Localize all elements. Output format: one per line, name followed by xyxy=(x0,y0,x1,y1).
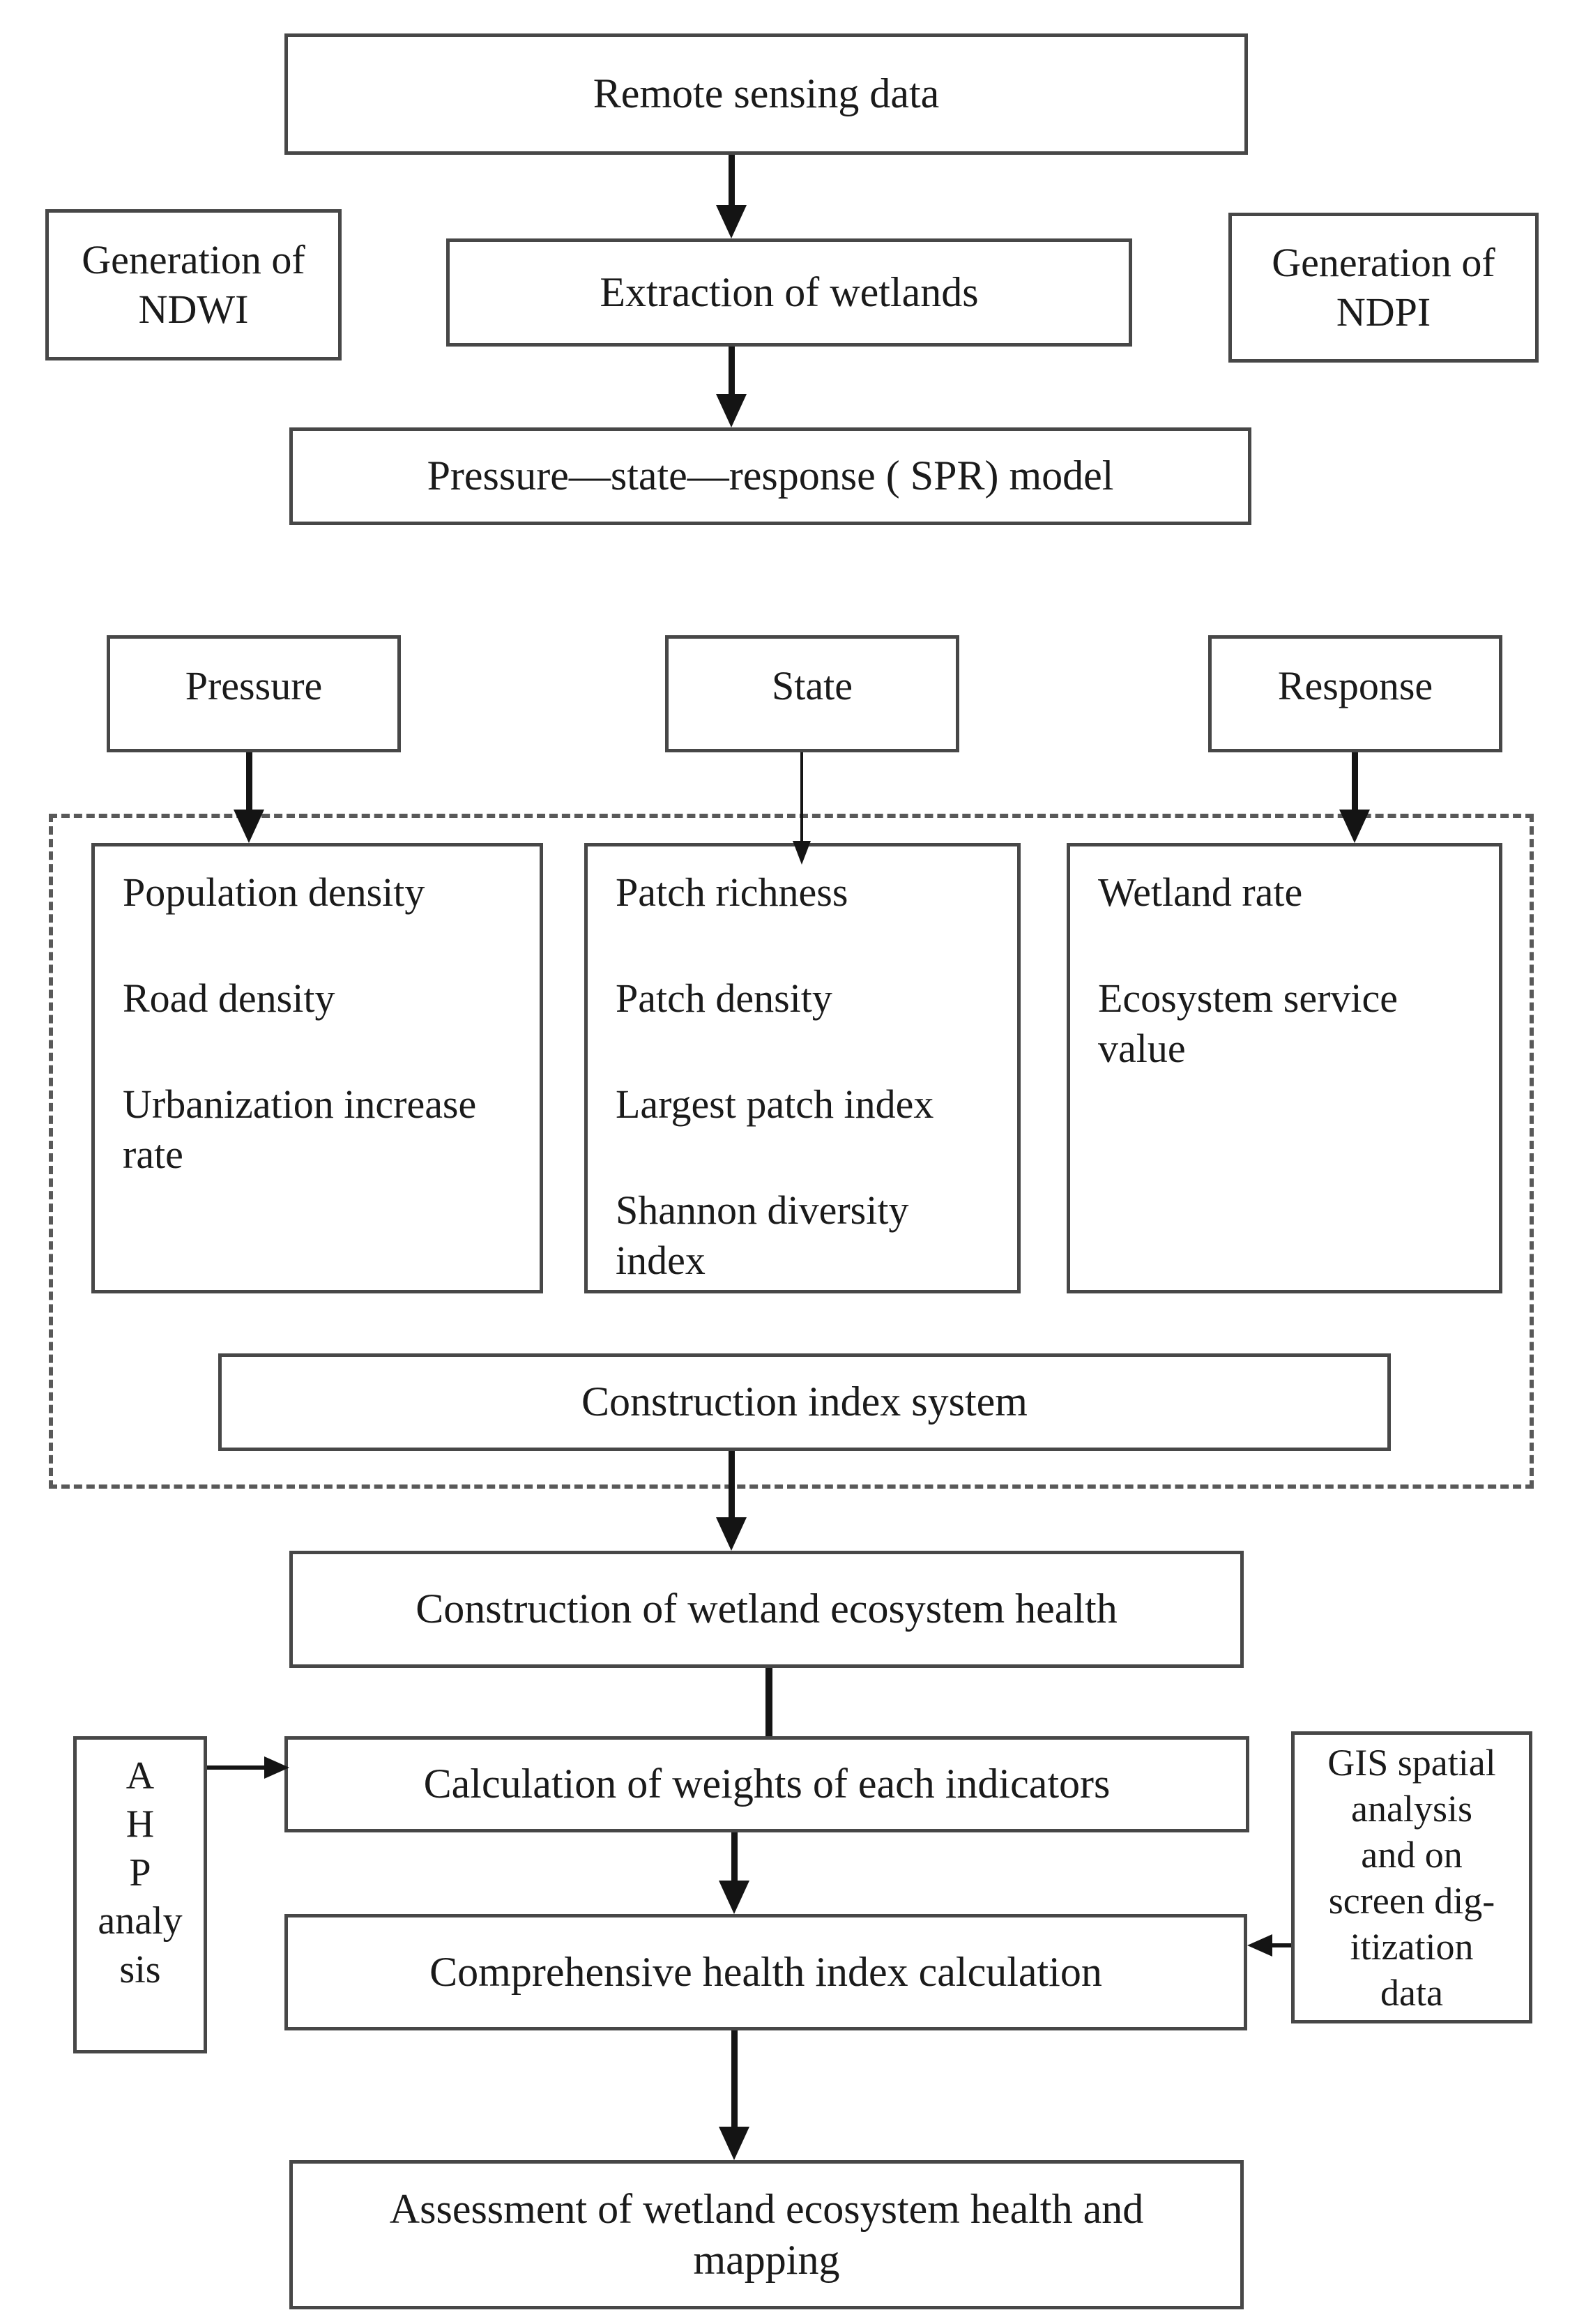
node-pressure: Pressure xyxy=(107,635,401,752)
node-extraction-of-wetlands: Extraction of wetlands xyxy=(446,238,1132,347)
indicator-item: Patch richness xyxy=(616,869,848,915)
arrow-line xyxy=(800,752,803,841)
arrow-down-head-icon xyxy=(793,841,811,865)
indicator-item: Ecosystem service value xyxy=(1098,975,1398,1071)
node-ahp-analysis: A H P analy sis xyxy=(73,1736,207,2053)
arrow-line xyxy=(731,1832,738,1883)
node-response: Response xyxy=(1208,635,1502,752)
arrow-down-head-icon xyxy=(719,1881,749,1914)
arrow-down-head-icon xyxy=(716,394,747,427)
arrow-line xyxy=(729,347,735,396)
node-remote-sensing-data: Remote sensing data xyxy=(284,33,1248,155)
arrow-down-head-icon xyxy=(716,1517,747,1551)
node-construction-index-system: Construction index system xyxy=(218,1353,1391,1451)
node-generation-of-ndwi: Generation of NDWI xyxy=(45,209,342,360)
node-gis-spatial-analysis-data: GIS spatial analysis and on screen dig- … xyxy=(1291,1731,1532,2023)
node-generation-of-ndpi: Generation of NDPI xyxy=(1228,213,1539,363)
connector-line xyxy=(765,1668,772,1736)
node-comprehensive-health-index-calculation: Comprehensive health index calculation xyxy=(284,1914,1247,2030)
index-system-dashed-container xyxy=(49,814,1534,1489)
arrow-line xyxy=(246,752,252,812)
node-state: State xyxy=(665,635,959,752)
arrow-line xyxy=(207,1765,268,1770)
arrow-left-head-icon xyxy=(1247,1934,1272,1957)
arrow-line xyxy=(729,1451,735,1519)
arrow-line xyxy=(731,2030,738,2129)
node-calculation-of-weights: Calculation of weights of each indicator… xyxy=(284,1736,1249,1832)
node-assessment-and-mapping: Assessment of wetland ecosystem health a… xyxy=(289,2160,1244,2309)
indicator-item: Population density xyxy=(123,869,425,915)
indicator-item: Patch density xyxy=(616,975,832,1021)
arrow-down-head-icon xyxy=(234,810,264,843)
node-pressure-state-response-model: Pressure—state—response ( SPR) model xyxy=(289,427,1251,525)
indicator-item: Shannon diversity index xyxy=(616,1187,909,1283)
arrow-down-head-icon xyxy=(716,205,747,238)
indicator-item: Road density xyxy=(123,975,335,1021)
arrow-down-head-icon xyxy=(719,2127,749,2160)
indicator-item: Largest patch index xyxy=(616,1081,934,1127)
arrow-line xyxy=(1271,1943,1291,1947)
indicator-item: Urbanization increase rate xyxy=(123,1081,477,1177)
arrow-line xyxy=(1352,752,1358,812)
node-construction-wetland-ecosystem-health: Construction of wetland ecosystem health xyxy=(289,1551,1244,1668)
indicator-item: Wetland rate xyxy=(1098,869,1303,915)
arrow-right-head-icon xyxy=(264,1756,289,1779)
arrow-line xyxy=(729,155,735,208)
arrow-down-head-icon xyxy=(1339,810,1370,843)
